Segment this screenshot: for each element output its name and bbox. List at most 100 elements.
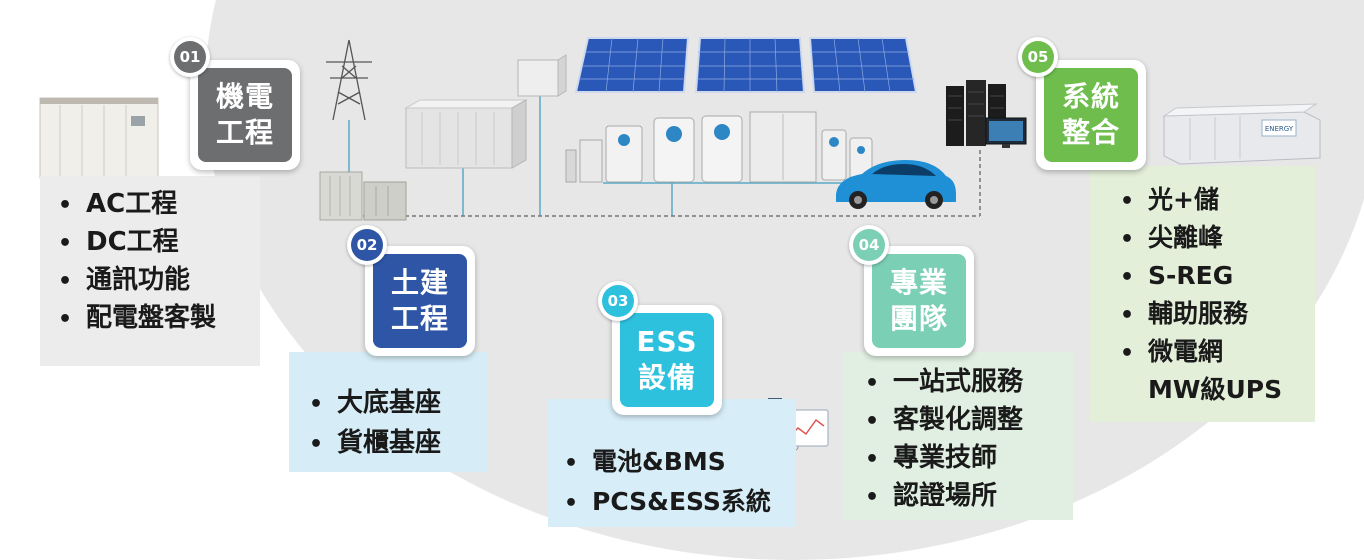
bullet-dot: • xyxy=(1120,341,1135,366)
list-item: •S-REG xyxy=(1120,258,1282,296)
step-03-tile: ESS 設備 xyxy=(620,313,714,407)
transmission-tower-icon xyxy=(326,39,372,121)
bullet-dot: • xyxy=(865,371,880,396)
list-item-text: 專業技師 xyxy=(893,443,998,473)
panel-03-list: • 電池&BMS • PCS&ESS系統 xyxy=(564,443,771,523)
list-item-text: 大底基座 xyxy=(337,388,442,418)
list-item-text: 貨櫃基座 xyxy=(337,428,442,458)
list-item-text: 輔助服務 xyxy=(1148,299,1249,328)
list-item-text: MW級UPS xyxy=(1148,375,1283,404)
step-05-number: 05 xyxy=(1022,41,1054,73)
transformer-icon xyxy=(319,171,407,221)
step-05-badge: 05 xyxy=(1018,37,1058,77)
list-item: •通訊功能 xyxy=(58,262,216,300)
solar-panel-icon xyxy=(574,37,918,93)
step-03-title-line2: 設備 xyxy=(637,361,696,394)
panel-01: •AC工程 • DC工程 •通訊功能 • 配電盤客製 xyxy=(40,176,260,366)
bullet-dot: • xyxy=(1120,189,1135,214)
step-03-title-line1: ESS xyxy=(636,325,698,358)
step-04-tile: 專業 團隊 xyxy=(872,254,966,348)
list-item-text: 配電盤客製 xyxy=(86,303,217,333)
bullet-dot: • xyxy=(865,447,880,472)
list-item-text: 電池&BMS xyxy=(592,447,726,476)
step-01-title-line2: 工程 xyxy=(215,116,274,149)
list-item-text: DC工程 xyxy=(86,227,179,257)
panel-02: • 大底基座 • 貨櫃基座 xyxy=(289,352,487,472)
container-ess-icon: ENERGY xyxy=(1162,103,1321,165)
step-04-number: 04 xyxy=(853,229,885,261)
svg-text:ENERGY: ENERGY xyxy=(1265,125,1294,133)
step-04-card: 專業 團隊 xyxy=(864,246,974,356)
step-01-card: 機電 工程 xyxy=(190,60,300,170)
step-05-tile: 系統 整合 xyxy=(1044,68,1138,162)
list-item: • DC工程 xyxy=(58,224,216,262)
switchgear-cabinet-icon xyxy=(39,97,159,179)
list-item: • 微電網 xyxy=(1120,334,1282,372)
list-item-text: AC工程 xyxy=(86,189,178,219)
panel-01-list: •AC工程 • DC工程 •通訊功能 • 配電盤客製 xyxy=(58,186,216,338)
step-02-badge: 02 xyxy=(347,225,387,265)
bullet-dot: • xyxy=(564,451,579,476)
list-item: • 光+儲 xyxy=(1120,182,1282,220)
bullet-dot: • xyxy=(1120,303,1135,328)
monitor-icon xyxy=(985,117,1027,148)
list-item-text: 客製化調整 xyxy=(893,405,1024,435)
step-02-card: 土建 工程 xyxy=(365,246,475,356)
step-05-title-line1: 系統 xyxy=(1061,80,1120,113)
step-02-title-line2: 工程 xyxy=(390,302,449,335)
list-item: • 貨櫃基座 xyxy=(309,424,441,464)
list-item: •尖離峰 xyxy=(1120,220,1282,258)
bullet-dot: • xyxy=(309,432,324,457)
bullet-dot: • xyxy=(58,231,73,256)
list-item: • 電池&BMS xyxy=(564,443,771,483)
list-item-text: 認證場所 xyxy=(893,481,998,511)
list-item: • 大底基座 xyxy=(309,384,441,424)
energy-system-illustration: ENERGY xyxy=(39,37,1321,469)
container-storage-icon xyxy=(404,99,528,169)
bullet-dot: • xyxy=(58,307,73,332)
step-01-number: 01 xyxy=(174,41,206,73)
list-item: • 專業技師 xyxy=(865,440,1023,478)
step-03-number: 03 xyxy=(602,285,634,317)
panel-04-list: • 一站式服務 • 客製化調整 • 專業技師 • 認證場所 xyxy=(865,364,1023,516)
panel-02-list: • 大底基座 • 貨櫃基座 xyxy=(309,384,441,464)
step-03-badge: 03 xyxy=(598,281,638,321)
step-01-tile: 機電 工程 xyxy=(198,68,292,162)
list-item: MW級UPS xyxy=(1120,372,1282,408)
step-04-badge: 04 xyxy=(849,225,889,265)
list-item: • 一站式服務 xyxy=(865,364,1023,402)
list-item-text: 微電網 xyxy=(1148,337,1224,366)
panel-04: • 一站式服務 • 客製化調整 • 專業技師 • 認證場所 xyxy=(843,352,1073,520)
step-05-title-line2: 整合 xyxy=(1061,116,1120,149)
list-item-text: 尖離峰 xyxy=(1148,223,1224,252)
list-item-text: S-REG xyxy=(1148,261,1234,290)
bullet-dot: • xyxy=(865,485,880,510)
list-item-text: PCS&ESS系統 xyxy=(592,487,771,516)
list-item-text: 光+儲 xyxy=(1148,185,1219,214)
list-item: • 認證場所 xyxy=(865,478,1023,516)
list-item: • 客製化調整 xyxy=(865,402,1023,440)
list-item-text: 一站式服務 xyxy=(893,367,1024,397)
list-item-text: 通訊功能 xyxy=(86,265,191,295)
bullet-dot: • xyxy=(309,392,324,417)
bullet-dot: • xyxy=(564,491,579,516)
step-05-card: 系統 整合 xyxy=(1036,60,1146,170)
step-02-title-line1: 土建 xyxy=(390,266,449,299)
step-04-title-line2: 團隊 xyxy=(889,302,948,335)
ev-charger-icon xyxy=(565,111,873,183)
step-03-card: ESS 設備 xyxy=(612,305,722,415)
panel-05: • 光+儲 •尖離峰 •S-REG • 輔助服務 • 微電網 MW級UPS xyxy=(1090,166,1315,422)
bullet-dot: • xyxy=(865,409,880,434)
panel-03: • 電池&BMS • PCS&ESS系統 xyxy=(548,399,796,527)
list-item: •AC工程 xyxy=(58,186,216,224)
step-02-number: 02 xyxy=(351,229,383,261)
wiring xyxy=(348,95,981,217)
electric-car-icon xyxy=(836,160,956,209)
step-04-title-line1: 專業 xyxy=(889,266,948,299)
step-01-badge: 01 xyxy=(170,37,210,77)
panel-05-list: • 光+儲 •尖離峰 •S-REG • 輔助服務 • 微電網 MW級UPS xyxy=(1120,182,1282,408)
inverter-box-icon xyxy=(517,54,567,97)
list-item: • 配電盤客製 xyxy=(58,300,216,338)
list-item: • 輔助服務 xyxy=(1120,296,1282,334)
list-item: • PCS&ESS系統 xyxy=(564,483,771,523)
